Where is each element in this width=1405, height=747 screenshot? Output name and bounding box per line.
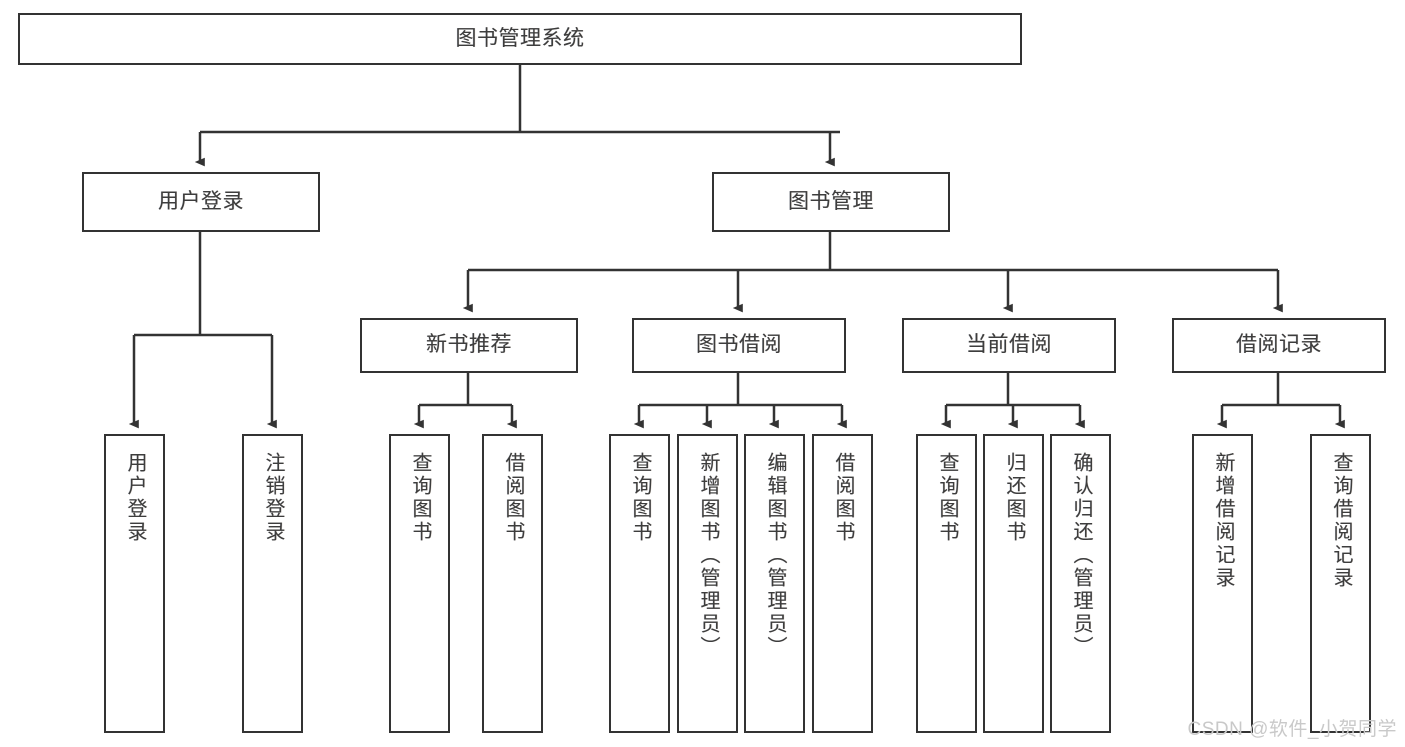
node-leaf-return-book-label: 归还图书 xyxy=(1003,452,1025,544)
node-new-book-recommend[interactable]: 新书推荐 xyxy=(360,318,578,373)
node-new-book-recommend-label: 新书推荐 xyxy=(426,333,512,357)
node-leaf-borrow-book-2[interactable]: 借阅图书 xyxy=(812,434,873,733)
node-current-borrow[interactable]: 当前借阅 xyxy=(902,318,1116,373)
node-leaf-add-book[interactable]: 新增图书（管理员） xyxy=(677,434,738,733)
node-leaf-user-login[interactable]: 用户登录 xyxy=(104,434,165,733)
node-leaf-confirm-return[interactable]: 确认归还（管理员） xyxy=(1050,434,1111,733)
node-book-manage[interactable]: 图书管理 xyxy=(712,172,950,232)
node-leaf-query-book-1-label: 查询图书 xyxy=(409,452,431,544)
node-leaf-query-book-2-label: 查询图书 xyxy=(629,452,651,544)
node-leaf-edit-book[interactable]: 编辑图书（管理员） xyxy=(744,434,805,733)
node-leaf-add-record[interactable]: 新增借阅记录 xyxy=(1192,434,1253,733)
node-root[interactable]: 图书管理系统 xyxy=(18,13,1022,65)
node-leaf-edit-book-label: 编辑图书（管理员） xyxy=(764,452,786,659)
node-leaf-query-book-3[interactable]: 查询图书 xyxy=(916,434,977,733)
node-leaf-query-book-1[interactable]: 查询图书 xyxy=(389,434,450,733)
node-borrow-record[interactable]: 借阅记录 xyxy=(1172,318,1386,373)
node-leaf-query-record-label: 查询借阅记录 xyxy=(1330,452,1352,590)
node-root-label: 图书管理系统 xyxy=(455,26,585,50)
node-leaf-borrow-book-2-label: 借阅图书 xyxy=(832,452,854,544)
node-leaf-borrow-book-1-label: 借阅图书 xyxy=(502,452,524,544)
node-book-manage-label: 图书管理 xyxy=(788,189,874,213)
node-user-login-label: 用户登录 xyxy=(158,189,244,213)
node-borrow-record-label: 借阅记录 xyxy=(1236,333,1322,357)
node-leaf-confirm-return-label: 确认归还（管理员） xyxy=(1070,452,1092,659)
node-leaf-logout-label: 注销登录 xyxy=(262,452,284,544)
node-book-borrow-label: 图书借阅 xyxy=(696,333,782,357)
node-leaf-user-login-label: 用户登录 xyxy=(124,452,146,544)
node-book-borrow[interactable]: 图书借阅 xyxy=(632,318,846,373)
node-leaf-add-book-label: 新增图书（管理员） xyxy=(697,452,719,659)
node-leaf-query-record[interactable]: 查询借阅记录 xyxy=(1310,434,1371,733)
node-leaf-logout[interactable]: 注销登录 xyxy=(242,434,303,733)
node-current-borrow-label: 当前借阅 xyxy=(966,333,1052,357)
node-leaf-query-book-3-label: 查询图书 xyxy=(936,452,958,544)
node-leaf-query-book-2[interactable]: 查询图书 xyxy=(609,434,670,733)
watermark: CSDN @软件_小贺同学 xyxy=(1187,719,1397,740)
node-leaf-add-record-label: 新增借阅记录 xyxy=(1212,452,1234,590)
node-leaf-return-book[interactable]: 归还图书 xyxy=(983,434,1044,733)
node-leaf-borrow-book-1[interactable]: 借阅图书 xyxy=(482,434,543,733)
node-user-login[interactable]: 用户登录 xyxy=(82,172,320,232)
